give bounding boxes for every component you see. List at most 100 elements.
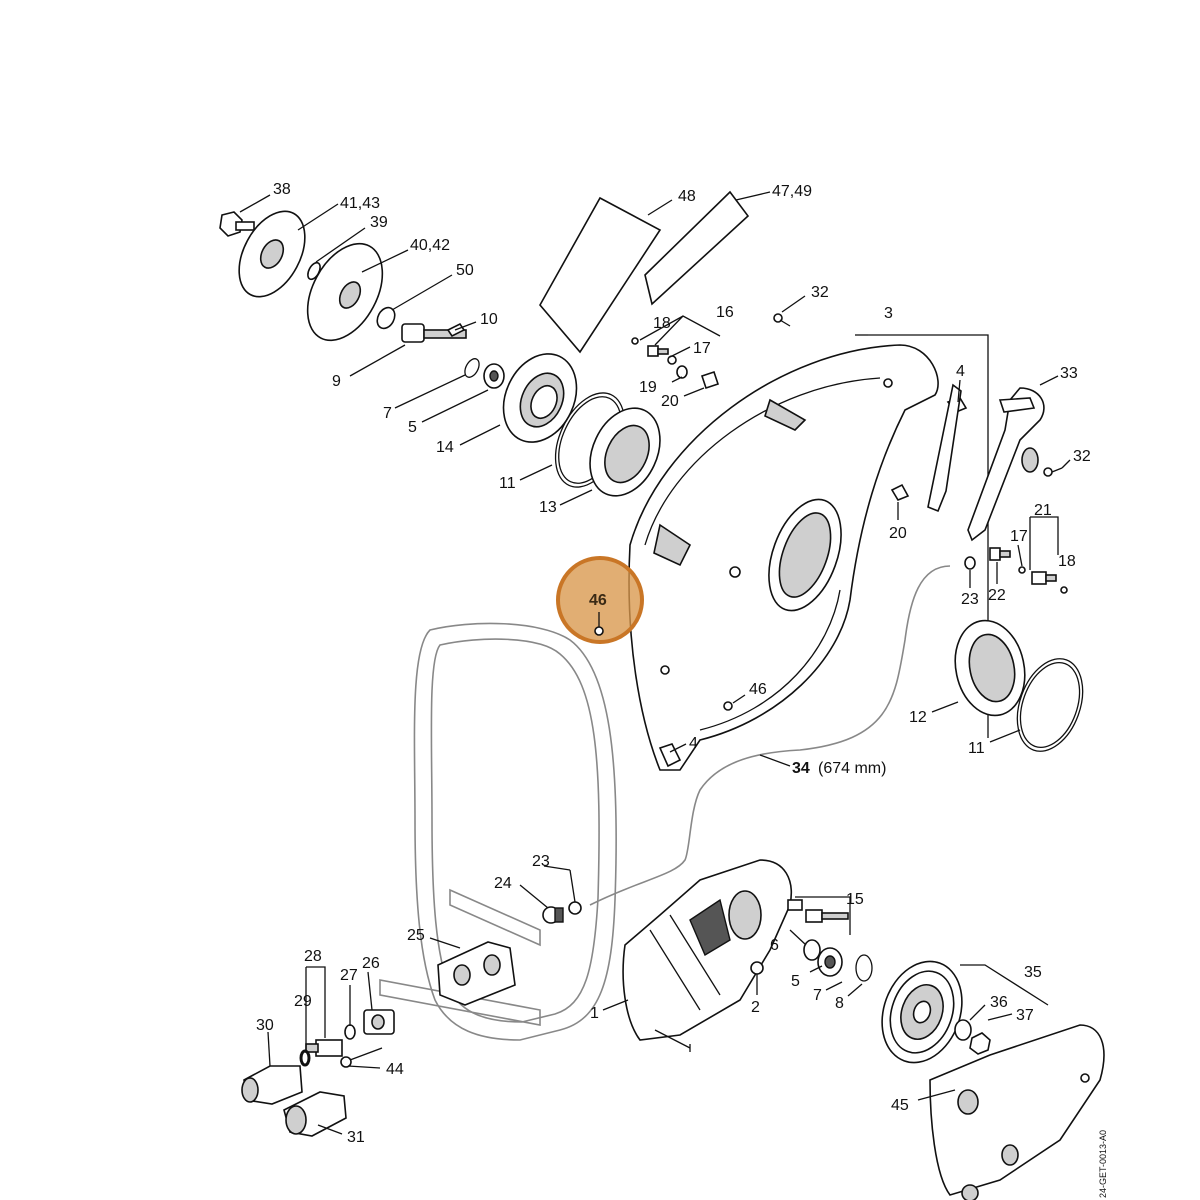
label-39[interactable]: 39 [370,214,388,231]
part-5-bearing-lower[interactable] [817,947,843,977]
part-30-coupling[interactable] [241,1065,303,1105]
label-10[interactable]: 10 [480,311,498,328]
label-11-upper[interactable]: 11 [499,475,516,492]
part-13-flange[interactable] [577,397,674,507]
label-2[interactable]: 2 [751,999,760,1016]
label-37[interactable]: 37 [1016,1007,1034,1024]
part-40-42-washer[interactable] [292,231,397,353]
label-41-43[interactable]: 41,43 [340,195,380,212]
label-34[interactable]: 34 [792,760,810,777]
label-23-lower[interactable]: 23 [532,853,550,870]
part-2-screw[interactable] [750,961,764,975]
label-18-top[interactable]: 18 [653,315,671,332]
label-13[interactable]: 13 [539,499,557,516]
label-24[interactable]: 24 [494,875,512,892]
part-35-pulley[interactable] [869,950,976,1074]
part-32-screw-right[interactable] [1043,467,1063,477]
part-9-spindle[interactable] [401,323,467,343]
part-3-guard[interactable] [628,344,939,771]
part-6-washer[interactable] [803,939,821,961]
part-41-43-washer[interactable] [226,200,319,308]
part-20-nut-mid[interactable] [890,483,910,501]
label-31[interactable]: 31 [347,1129,365,1146]
label-48[interactable]: 48 [678,188,696,205]
part-31-coupling[interactable] [283,1091,347,1137]
part-17-washer-right[interactable] [1018,566,1026,574]
part-38-bolt[interactable] [219,211,255,237]
label-25[interactable]: 25 [407,927,425,944]
part-48-label[interactable] [539,196,662,354]
label-20-mid[interactable]: 20 [889,525,907,542]
label-12[interactable]: 12 [909,709,927,726]
label-35[interactable]: 35 [1024,964,1042,981]
label-5-upper[interactable]: 5 [408,419,417,436]
label-7-upper[interactable]: 7 [383,405,392,422]
label-46-highlighted[interactable]: 46 [589,592,607,609]
part-11-seal-ring-right[interactable] [1005,650,1094,761]
part-16-screw[interactable] [647,345,669,357]
part-18-pin-top[interactable] [631,337,639,345]
part-29-o-ring[interactable] [299,1049,311,1067]
label-46-lower[interactable]: 46 [749,681,767,698]
part-12-flange-right[interactable] [947,614,1033,722]
label-50[interactable]: 50 [456,262,474,279]
part-17-washer-top[interactable] [667,355,677,365]
label-14[interactable]: 14 [436,439,454,456]
label-36[interactable]: 36 [990,994,1008,1011]
label-40-42[interactable]: 40,42 [410,237,450,254]
part-18-pin-right[interactable] [1060,586,1068,594]
part-21-screw[interactable] [1031,571,1057,585]
part-36-washer[interactable] [954,1019,972,1041]
label-7-lower[interactable]: 7 [813,987,822,1004]
part-22-screw[interactable] [989,547,1011,561]
part-33-lever[interactable] [927,383,1045,542]
part-20-nut-top[interactable] [700,370,720,390]
label-11-right[interactable]: 11 [968,740,985,757]
part-15-screw-set[interactable] [787,899,849,923]
label-27[interactable]: 27 [340,967,358,984]
label-30[interactable]: 30 [256,1017,274,1034]
part-50-bushing[interactable] [374,305,398,332]
part-25-bracket[interactable] [437,941,516,1006]
part-45-cover[interactable] [929,1024,1105,1200]
label-15[interactable]: 15 [846,891,864,908]
part-7-circlip[interactable] [462,356,482,379]
label-22[interactable]: 22 [988,587,1006,604]
part-44-screw[interactable] [340,1047,383,1068]
part-24-nipple[interactable] [542,906,564,924]
label-32-right[interactable]: 32 [1073,448,1091,465]
label-23-right[interactable]: 23 [961,591,979,608]
label-28[interactable]: 28 [304,948,322,965]
part-34-water-line[interactable] [589,565,951,906]
part-32-screw-top[interactable] [773,313,791,327]
part-47-49-label[interactable] [644,190,750,306]
label-19[interactable]: 19 [639,379,657,396]
part-14-housing[interactable] [490,342,591,454]
part-1-crankcase[interactable] [622,859,792,1052]
handle-frame[interactable] [379,622,617,1041]
label-5-lower[interactable]: 5 [791,973,800,990]
part-27-washer[interactable] [344,1024,356,1040]
label-3[interactable]: 3 [884,305,893,322]
part-37-nut[interactable] [969,1032,991,1055]
label-1[interactable]: 1 [590,1005,599,1022]
label-20-top[interactable]: 20 [661,393,679,410]
label-47-49[interactable]: 47,49 [772,183,812,200]
label-6[interactable]: 6 [770,937,779,954]
part-46-screw-lower[interactable] [723,701,733,711]
label-4-lower[interactable]: 4 [689,735,698,752]
highlight-part-46[interactable] [556,556,644,644]
label-45[interactable]: 45 [891,1097,909,1114]
label-44[interactable]: 44 [386,1061,404,1078]
label-9[interactable]: 9 [332,373,341,390]
label-32-top[interactable]: 32 [811,284,829,301]
part-28-fitting[interactable] [305,1039,343,1057]
label-17-top[interactable]: 17 [693,340,711,357]
part-23-nipple-right[interactable] [964,556,976,570]
part-23-nipple-lower[interactable] [568,901,582,915]
part-8-circlip[interactable] [855,954,873,982]
label-21[interactable]: 21 [1034,502,1052,519]
label-33[interactable]: 33 [1060,365,1078,382]
label-8[interactable]: 8 [835,995,844,1012]
label-17-right[interactable]: 17 [1010,528,1028,545]
